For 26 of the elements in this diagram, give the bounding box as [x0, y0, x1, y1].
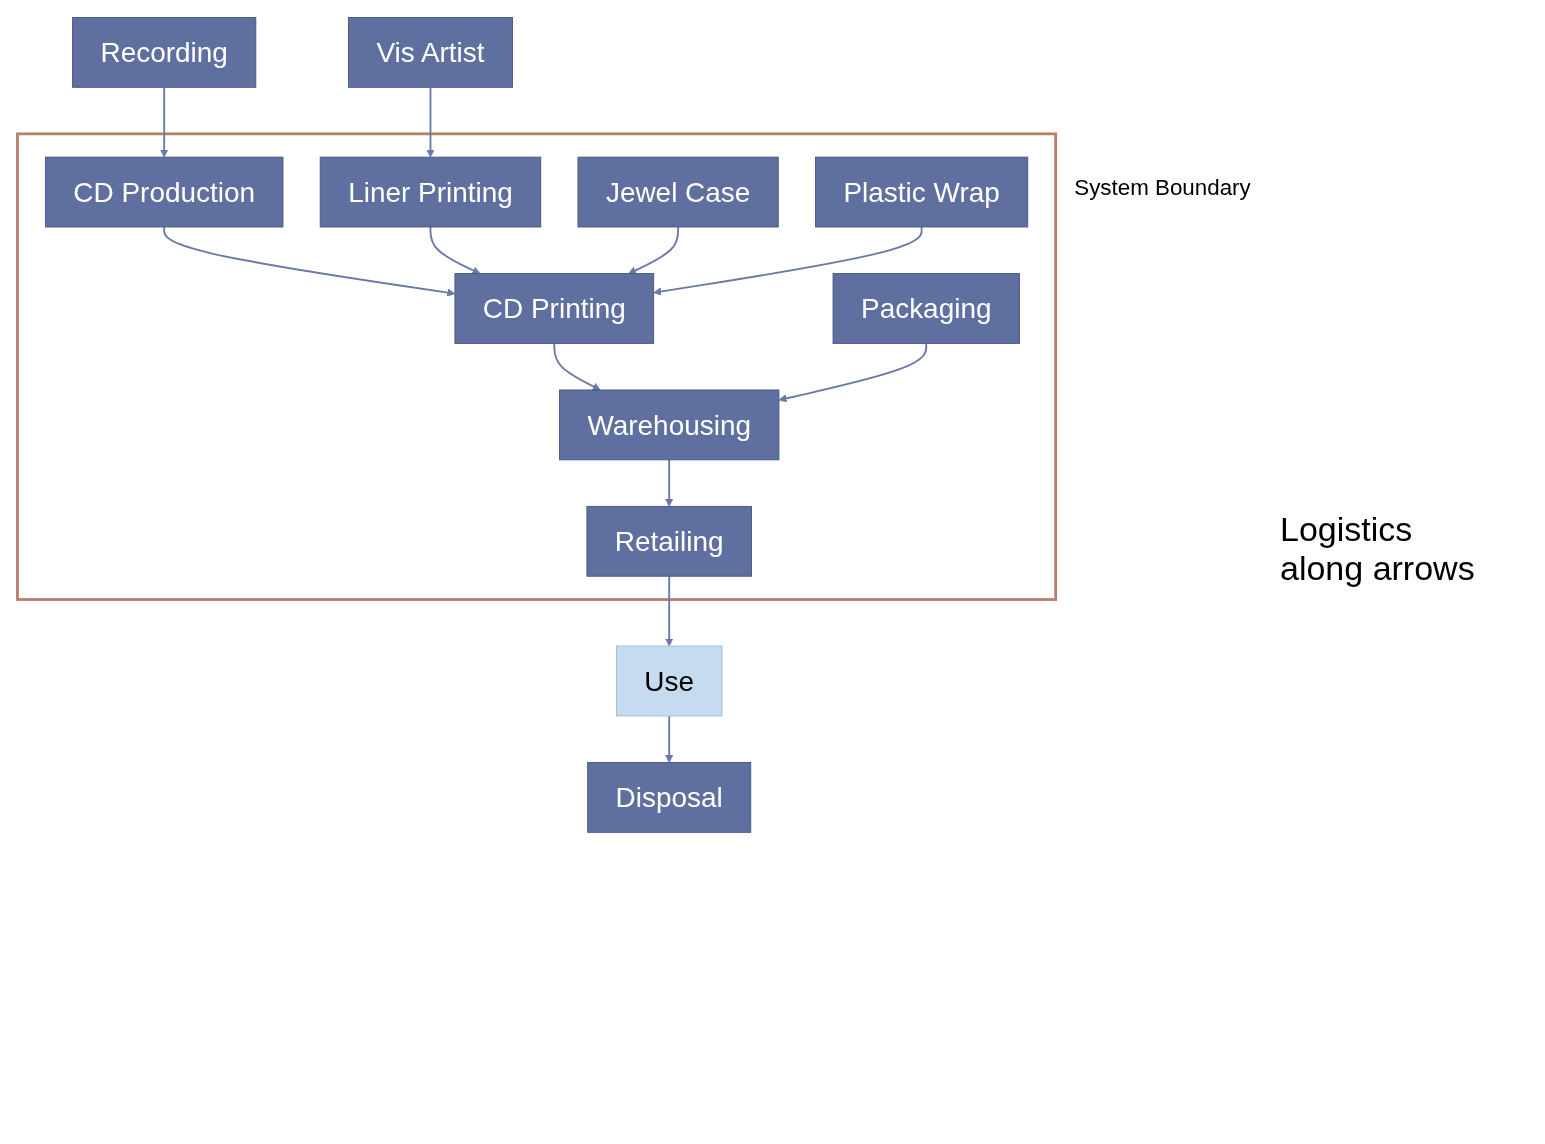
arrow [553, 342, 601, 391]
node-box: Disposal [587, 762, 752, 833]
arrow [665, 715, 674, 763]
node-box: Plastic Wrap [815, 156, 1029, 228]
note-text: Logistics along arrows [1280, 510, 1476, 588]
arrow [665, 458, 674, 507]
node-box: Warehousing [559, 389, 780, 461]
arrow [665, 575, 674, 647]
node-box: Recording [72, 17, 257, 88]
arrow [628, 226, 680, 275]
node-box: CD Production [44, 156, 284, 228]
node-box: CD Printing [454, 273, 655, 344]
node-box: Retailing [586, 505, 752, 577]
arrow [160, 86, 169, 158]
arrow [426, 86, 435, 158]
node-box: Vis Artist [347, 17, 513, 88]
node-box: Use [615, 645, 723, 717]
arrow [163, 226, 456, 297]
node-label: System Boundary [1074, 174, 1251, 200]
node-box: Liner Printing [319, 156, 542, 228]
cluster [16, 132, 1058, 601]
arrow [778, 342, 928, 403]
arrow [653, 226, 923, 296]
node-box: Jewel Case [577, 156, 779, 228]
arrow [429, 226, 481, 275]
node-box: Packaging [832, 273, 1020, 344]
